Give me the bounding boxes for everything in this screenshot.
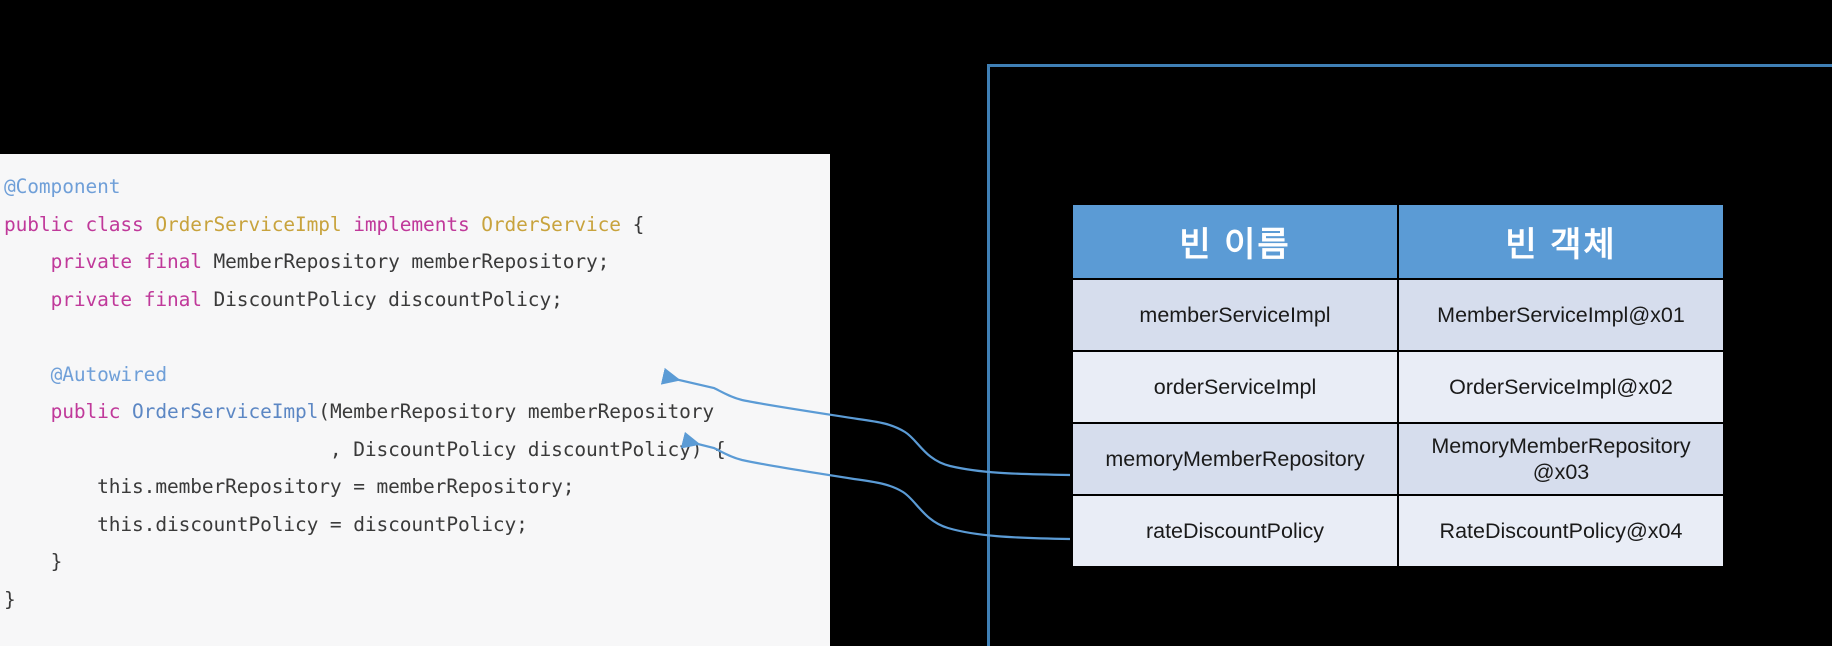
annotation-autowired: @Autowired — [50, 362, 168, 386]
spring-container-box — [987, 64, 1832, 646]
code-line: public OrderServiceImpl(MemberRepository… — [50, 400, 715, 423]
cell-bean-name: memoryMemberRepository — [1073, 424, 1397, 494]
code-line: } — [4, 587, 16, 611]
code-line: , DiscountPolicy discountPolicy) { — [329, 437, 726, 461]
code-panel: @Component public class OrderServiceImpl… — [0, 154, 830, 646]
code-line: this.memberRepository = memberRepository… — [97, 475, 575, 498]
cell-bean-object: RateDiscountPolicy@x04 — [1399, 496, 1723, 566]
cell-bean-object: MemoryMemberRepository@x03 — [1399, 424, 1723, 494]
cell-bean-name: memberServiceImpl — [1073, 280, 1397, 350]
code-line: } — [50, 550, 63, 573]
cell-bean-name: orderServiceImpl — [1073, 352, 1397, 422]
code-line: private final DiscountPolicy discountPol… — [50, 287, 563, 311]
annotation-component: @Component — [4, 175, 121, 198]
code-line-blank — [0, 318, 830, 356]
cell-bean-object: OrderServiceImpl@x02 — [1399, 352, 1723, 422]
code-line: private final MemberRepository memberRep… — [50, 250, 610, 273]
column-header-bean-name: 빈 이름 — [1073, 205, 1397, 278]
code-line: @Autowired — [0, 356, 830, 394]
code-line: this.discountPolicy = discountPolicy; — [97, 512, 528, 536]
cell-bean-name: rateDiscountPolicy — [1073, 496, 1397, 566]
column-header-bean-object: 빈 객체 — [1399, 205, 1723, 278]
table-header-row: 빈 이름 빈 객체 — [1073, 205, 1723, 278]
code-line: public class OrderServiceImpl implements… — [4, 212, 645, 236]
code-line: @Component — [0, 168, 830, 206]
cell-bean-object: MemberServiceImpl@x01 — [1399, 280, 1723, 350]
